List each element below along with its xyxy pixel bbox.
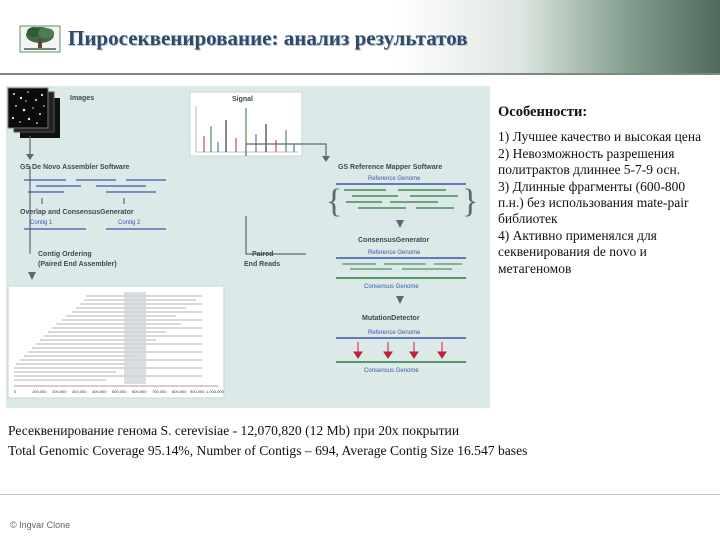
denovo-label: GS De Novo Assembler Software bbox=[20, 164, 130, 171]
feature-item: 1) Лучшее качество и высокая цена bbox=[498, 129, 702, 145]
svg-text:0: 0 bbox=[14, 389, 17, 394]
caption-line-1: Ресеквенирование генома S. cerevisiae - … bbox=[8, 423, 460, 438]
mapped-reads bbox=[344, 189, 458, 209]
svg-text:1,000,000: 1,000,000 bbox=[206, 389, 225, 394]
features-heading: Особенности: bbox=[498, 104, 588, 120]
svg-text:800,000: 800,000 bbox=[172, 389, 187, 394]
ordering-label: Contig Ordering bbox=[38, 251, 92, 258]
signal-peaks bbox=[203, 108, 295, 152]
svg-text:900,000: 900,000 bbox=[190, 389, 205, 394]
flow-connectors bbox=[29, 136, 327, 255]
left-brace-icon: { bbox=[326, 183, 342, 220]
footer-text: © Ingvar Clone bbox=[10, 520, 71, 530]
consensus-reads bbox=[342, 263, 462, 270]
tree-logo-icon bbox=[19, 25, 61, 53]
feature-item: 4) Активно применялся для секвенирования… bbox=[498, 227, 657, 276]
reference-genome-label-3: Reference Genome bbox=[368, 330, 421, 336]
contig2-label: Contig 2 bbox=[118, 220, 141, 226]
images-label: Images bbox=[70, 95, 94, 102]
svg-text:700,000: 700,000 bbox=[152, 389, 167, 394]
caption-line-2: Total Genomic Coverage 95.14%, Number of… bbox=[8, 443, 528, 458]
pipeline-figure: Images Signal GS De Novo bbox=[6, 86, 490, 408]
ordering-sub-label: (Paired End Assembler) bbox=[38, 261, 117, 268]
contig-axis-ticks: 0 100,000 200,000 300,000 400,000 500,00… bbox=[14, 389, 225, 394]
end-reads-label: End Reads bbox=[244, 261, 280, 268]
svg-text:400,000: 400,000 bbox=[92, 389, 107, 394]
feature-item: 3) Длинные фрагменты (600-800 п.н.) без … bbox=[498, 178, 689, 227]
right-brace-icon: } bbox=[462, 183, 478, 220]
consensus-genome-label-1: Consensus Genome bbox=[364, 284, 419, 290]
denovo-reads bbox=[24, 179, 166, 193]
mutation-arrows bbox=[353, 342, 447, 359]
svg-text:500,000: 500,000 bbox=[112, 389, 127, 394]
contig1-label: Contig 1 bbox=[30, 220, 53, 226]
header-divider bbox=[0, 73, 720, 75]
svg-text:300,000: 300,000 bbox=[72, 389, 87, 394]
mutation-detector-label: MutationDetector bbox=[362, 315, 420, 322]
paired-label: Paired bbox=[252, 251, 273, 258]
header-bar bbox=[0, 0, 720, 74]
mapper-label: GS Reference Mapper Software bbox=[338, 164, 442, 171]
svg-text:600,000: 600,000 bbox=[132, 389, 147, 394]
overlap-label: Overlap and ConsensusGenerator bbox=[20, 209, 134, 216]
reference-genome-label-1: Reference Genome bbox=[368, 176, 421, 182]
footer-divider bbox=[0, 494, 720, 495]
contig-layout-plot bbox=[7, 285, 225, 399]
caption: Ресеквенирование генома S. cerevisiae - … bbox=[8, 421, 712, 461]
feature-item: 2) Невозможность разрешения политрактов … bbox=[498, 145, 681, 178]
svg-text:200,000: 200,000 bbox=[52, 389, 67, 394]
page-title: Пиросеквенирование: анализ результатов bbox=[68, 26, 468, 50]
consensus-generator-label: ConsensusGenerator bbox=[358, 237, 429, 244]
svg-text:100,000: 100,000 bbox=[32, 389, 47, 394]
features-panel: Особенности: 1) Лучшее качество и высока… bbox=[498, 104, 712, 277]
reference-genome-label-2: Reference Genome bbox=[368, 250, 421, 256]
consensus-genome-label-2: Consensus Genome bbox=[364, 368, 419, 374]
signal-label: Signal bbox=[232, 96, 253, 103]
images-panel bbox=[7, 87, 60, 138]
